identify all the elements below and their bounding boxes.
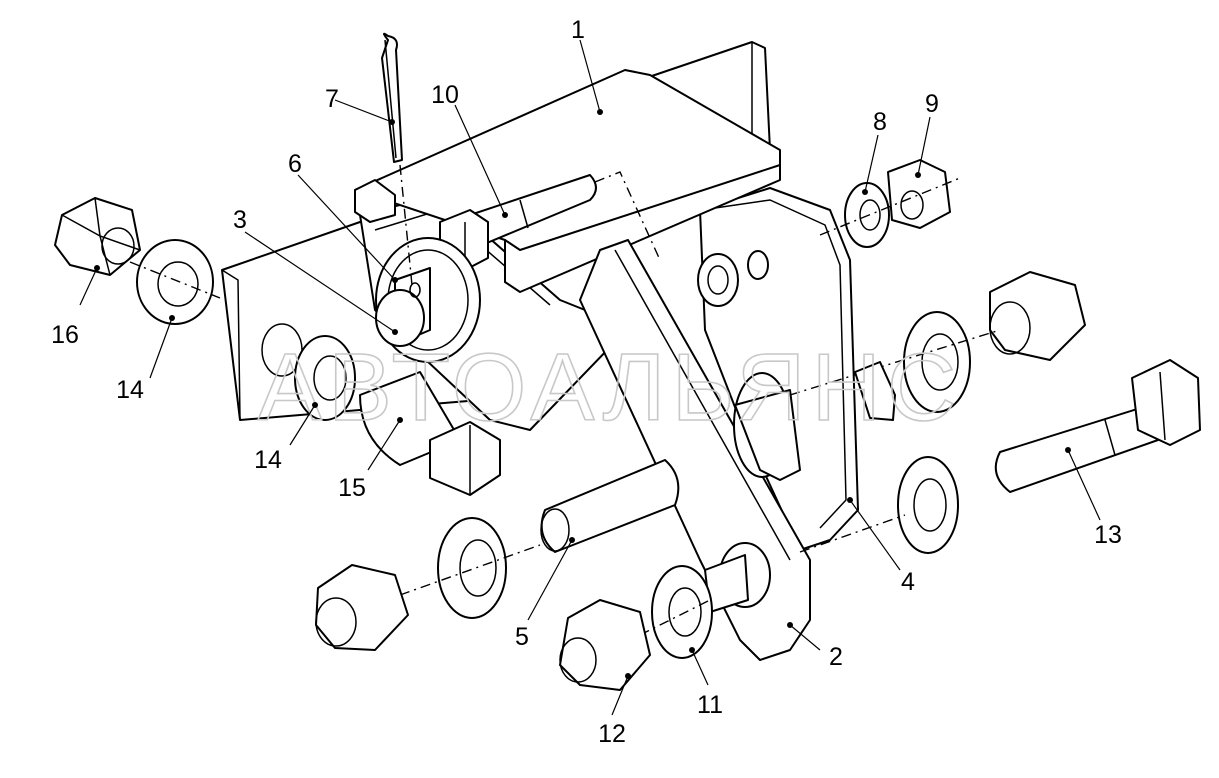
callout-13: 13 — [1094, 521, 1122, 549]
callouts: 1 7 10 6 3 8 9 16 14 14 15 5 11 12 2 4 1… — [51, 16, 1122, 748]
callout-12: 12 — [598, 720, 626, 748]
washer-14-far-left — [129, 239, 221, 325]
top-bracket-part-1 — [354, 69, 781, 293]
nut-16 — [54, 197, 141, 276]
bolt-13 — [994, 359, 1201, 493]
nut-9 — [819, 159, 961, 236]
callout-15: 15 — [338, 474, 366, 502]
pin-6 — [375, 237, 481, 363]
nut-lower-left — [315, 564, 409, 651]
callout-14-left: 14 — [254, 446, 282, 474]
callout-16: 16 — [51, 321, 79, 349]
callout-3: 3 — [233, 206, 247, 234]
washer-right-lower — [799, 456, 959, 554]
callout-4: 4 — [901, 568, 915, 596]
callout-14-far-left: 14 — [116, 376, 144, 404]
callout-2: 2 — [829, 643, 843, 671]
callout-5: 5 — [515, 623, 529, 651]
nut-12 — [559, 599, 651, 691]
side-bracket-part-4 — [697, 187, 859, 551]
lever-arm-part-2 — [579, 239, 811, 661]
nut-right-upper — [989, 271, 1086, 361]
hub-washer — [733, 372, 801, 481]
washer-right-upper — [789, 311, 1001, 421]
callout-6: 6 — [288, 150, 302, 178]
callout-11: 11 — [697, 691, 723, 719]
bolt-15 — [359, 371, 501, 496]
watermark-text: АВТОАЛЬЯНС — [258, 334, 962, 441]
callout-1: 1 — [571, 16, 585, 44]
callout-9: 9 — [925, 90, 939, 118]
washer-lower-left — [399, 517, 541, 619]
washer-11 — [639, 565, 713, 659]
callout-8: 8 — [873, 108, 887, 136]
pin-5 — [540, 459, 680, 553]
washer-14-left — [294, 335, 356, 421]
cotter-pin-7 — [381, 32, 413, 286]
leaders — [79, 39, 1101, 716]
callout-7: 7 — [325, 85, 339, 113]
callout-10: 10 — [431, 81, 459, 109]
washer-8 — [844, 182, 890, 248]
